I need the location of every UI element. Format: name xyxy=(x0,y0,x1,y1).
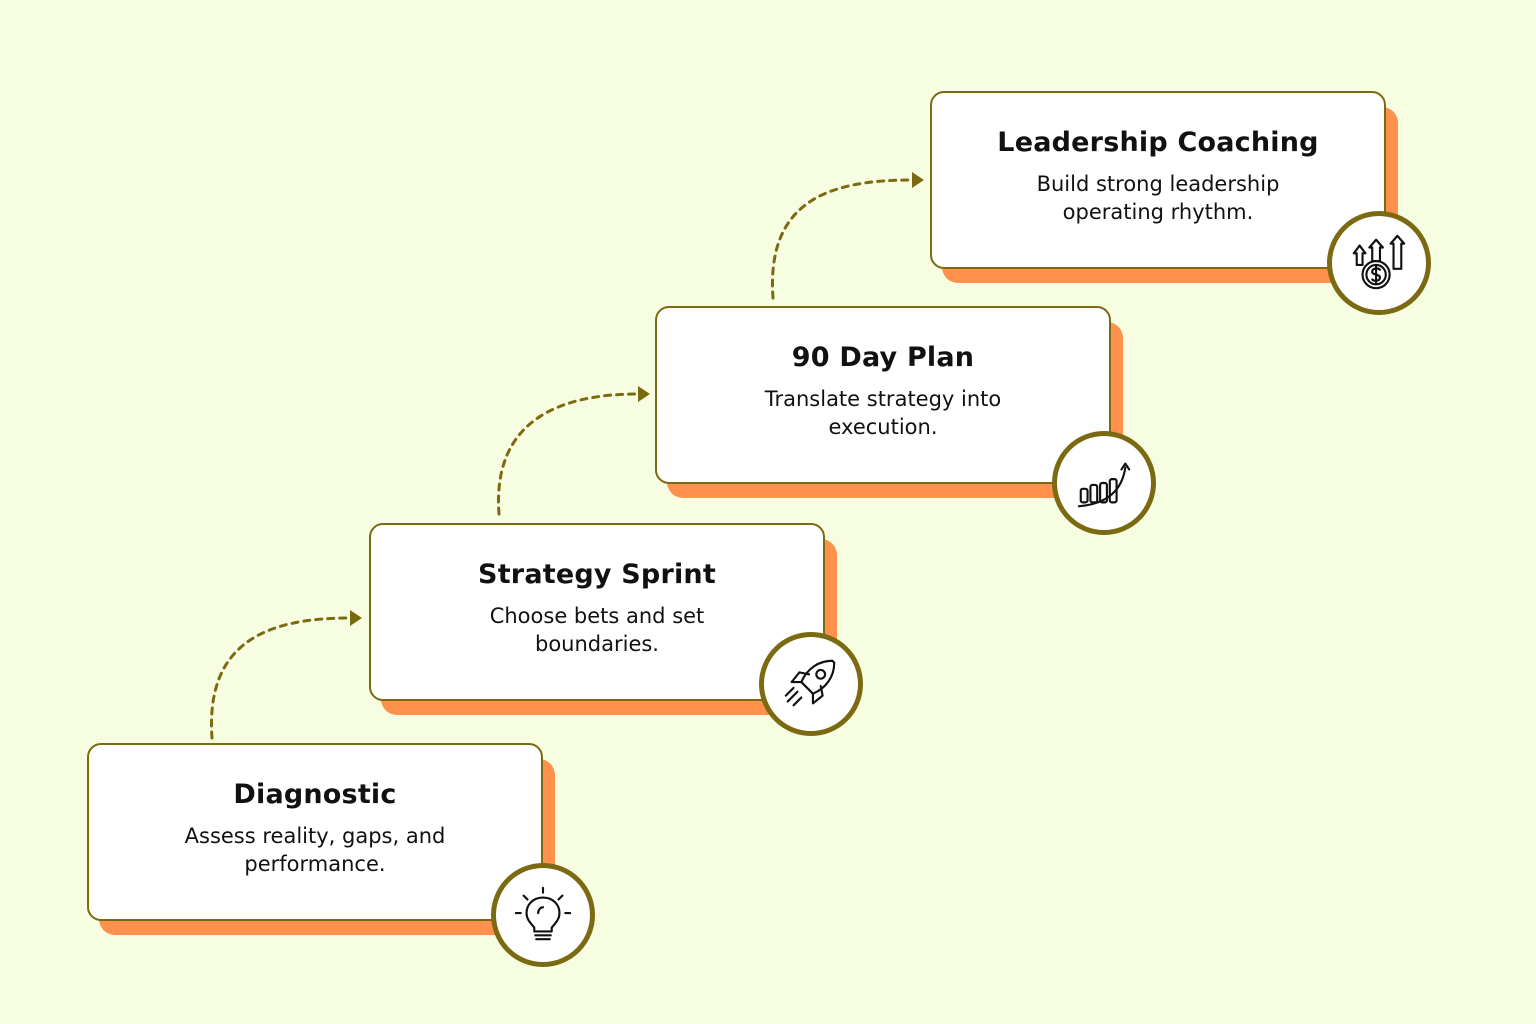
step-title: Leadership Coaching xyxy=(997,127,1319,158)
step-leadership-coaching: Leadership Coaching Build strong leaders… xyxy=(930,91,1431,315)
step-description: Build strong leadership operating rhythm… xyxy=(1036,172,1280,224)
connector-arrow-1 xyxy=(210,616,352,740)
step-description: Choose bets and set boundaries. xyxy=(489,604,705,656)
step-description: Translate strategy into execution. xyxy=(764,387,1002,439)
connector-arrow-3 xyxy=(771,178,914,300)
step-strategy-sprint: Strategy Sprint Choose bets and set boun… xyxy=(369,523,863,736)
growth-chart-icon xyxy=(1052,431,1156,535)
step-card: Diagnostic Assess reality, gaps, and per… xyxy=(87,743,543,921)
step-diagnostic: Diagnostic Assess reality, gaps, and per… xyxy=(87,743,595,967)
money-growth-icon xyxy=(1327,211,1431,315)
connector-arrowhead-2 xyxy=(638,386,650,402)
step-description: Assess reality, gaps, and performance. xyxy=(184,824,446,876)
connector-arrowhead-1 xyxy=(350,610,362,626)
step-card: Leadership Coaching Build strong leaders… xyxy=(930,91,1386,269)
lightbulb-icon xyxy=(491,863,595,967)
step-title: Strategy Sprint xyxy=(478,559,716,590)
step-title: Diagnostic xyxy=(233,779,397,810)
rocket-icon xyxy=(759,632,863,736)
connector-arrow-2 xyxy=(497,392,640,516)
step-card: 90 Day Plan Translate strategy into exec… xyxy=(655,306,1111,484)
step-card: Strategy Sprint Choose bets and set boun… xyxy=(369,523,825,701)
step-90-day-plan: 90 Day Plan Translate strategy into exec… xyxy=(655,306,1156,535)
step-title: 90 Day Plan xyxy=(791,342,975,373)
connector-arrowhead-3 xyxy=(912,172,924,188)
